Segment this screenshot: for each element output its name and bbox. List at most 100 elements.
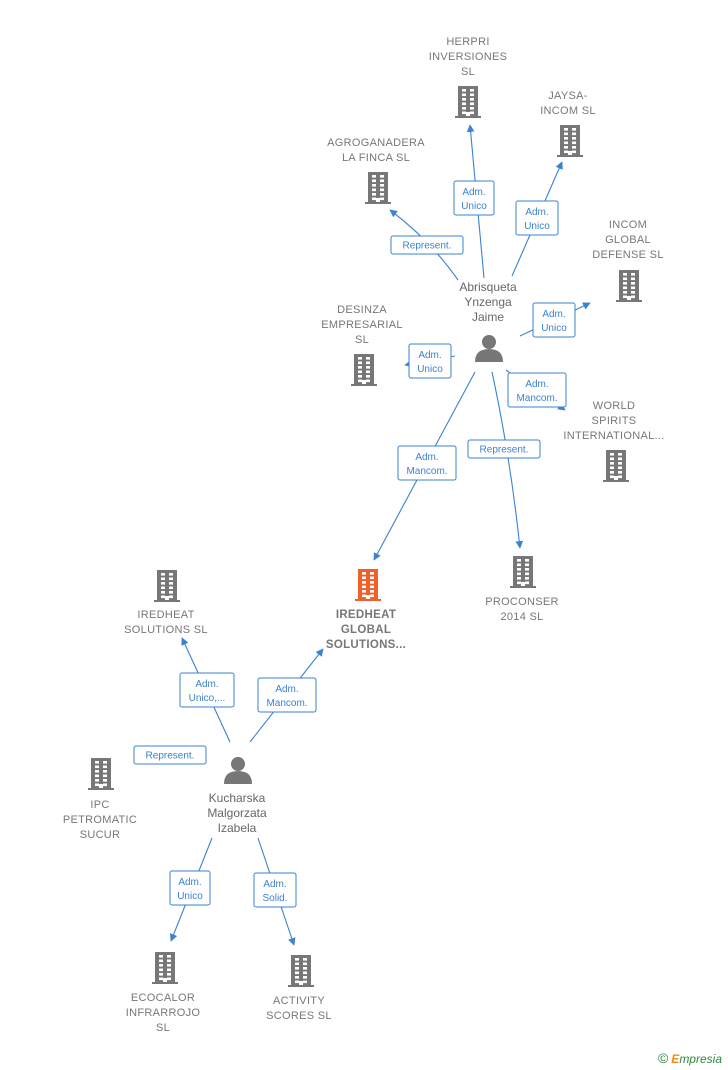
edge-abrisqueta-agroganadera: Represent. — [389, 209, 464, 281]
company-name-line: PETROMATIC — [63, 814, 137, 826]
company-name-line: ECOCALOR — [131, 992, 195, 1004]
company-name-line: AGROGANADERA — [327, 137, 425, 149]
edge-label-box — [532, 302, 576, 338]
edge-label-box — [408, 343, 452, 379]
company-name-line: DEFENSE SL — [592, 249, 663, 261]
edge-abrisqueta-desinza: Adm.Unico — [404, 343, 456, 379]
edge-label-text: Represent. — [146, 751, 195, 762]
edge-label-box — [253, 872, 297, 908]
company-name-line: SCORES SL — [266, 1010, 332, 1022]
building-icon — [288, 955, 314, 987]
edge-label-box — [133, 745, 207, 765]
edge-label-text: Adm. — [525, 379, 548, 390]
person-name-line: Abrisqueta — [459, 280, 517, 294]
company-node-ipc[interactable]: IPC PETROMATIC SUCUR — [63, 758, 137, 841]
company-name-line: IREDHEAT — [137, 609, 194, 621]
company-name-line: SUCUR — [80, 829, 121, 841]
company-name-line: WORLD — [593, 400, 635, 412]
edge-label-text: Unico — [524, 221, 550, 232]
edge-label-text: Mancom. — [516, 393, 557, 404]
edge-label-text: Mancom. — [266, 698, 307, 709]
company-name-line: JAYSA- — [548, 90, 588, 102]
company-node-desinza[interactable]: DESINZA EMPRESARIAL SL — [321, 304, 403, 386]
person-name-line: Malgorzata — [207, 806, 267, 820]
edge-abrisqueta-iredheat_global: Adm. Mancom. — [373, 371, 476, 561]
edge-label-text: Unico — [461, 201, 487, 212]
company-name-line: SOLUTIONS SL — [124, 624, 208, 636]
building-icon — [616, 270, 642, 302]
edge-label-box — [179, 672, 235, 708]
company-name-line: PROCONSER — [485, 596, 559, 608]
edge-label-text: Unico — [541, 323, 567, 334]
edge-label-box — [507, 372, 567, 408]
edge-label-box — [467, 439, 541, 459]
building-icon — [455, 86, 481, 118]
company-name-line: INTERNATIONAL... — [563, 430, 664, 442]
nodes-layer: HERPRI INVERSIONES SL JAYSA- INCOM SL AGROGAN… — [63, 36, 664, 1034]
company-name-line: INCOM SL — [540, 105, 596, 117]
person-icon — [475, 335, 503, 362]
edge-label-text: Unico,... — [189, 693, 226, 704]
company-node-agroganadera[interactable]: AGROGANADERA LA FINCA SL — [327, 137, 425, 204]
building-icon — [154, 570, 180, 602]
company-name-line: SPIRITS — [592, 415, 637, 427]
company-name-line: EMPRESARIAL — [321, 319, 403, 331]
edge-label-text: Represent. — [403, 241, 452, 252]
building-icon — [557, 125, 583, 157]
company-name-line: INFRARROJO — [126, 1007, 201, 1019]
edge-label-box — [453, 180, 495, 216]
edge-label-text: Represent. — [480, 445, 529, 456]
building-icon — [351, 354, 377, 386]
edge-kucharska-iredheat_solutions: Adm.Unico,... — [179, 637, 235, 743]
company-name-line: SL — [355, 334, 369, 346]
company-node-world[interactable]: WORLD SPIRITS INTERNATIONAL... — [563, 400, 664, 482]
edge-label-text: Adm. — [418, 350, 441, 361]
footer-brand: ©Empresia — [658, 1050, 722, 1066]
brand-name: mpresia — [679, 1052, 722, 1066]
building-icon — [365, 172, 391, 204]
edge-label-text: Adm. — [415, 452, 438, 463]
edge-label-text: Solid. — [262, 893, 287, 904]
company-name-line: SOLUTIONS... — [326, 639, 406, 651]
edge-label-box — [257, 677, 317, 713]
company-name-line: LA FINCA SL — [342, 152, 410, 164]
company-node-iredheat_global[interactable]: IREDHEAT GLOBAL SOLUTIONS... — [326, 569, 406, 651]
company-name-line: SL — [461, 66, 475, 78]
company-name-line: IPC — [90, 799, 109, 811]
edge-label-text: Adm. — [275, 684, 298, 695]
person-name-line: Kucharska — [209, 791, 266, 805]
person-name-line: Izabela — [218, 821, 257, 835]
edge-label-box — [390, 235, 464, 255]
company-node-herpri[interactable]: HERPRI INVERSIONES SL — [429, 36, 508, 118]
company-node-ecocalor[interactable]: ECOCALOR INFRARROJO SL — [126, 952, 201, 1034]
edge-kucharska-ipc: Represent. — [133, 745, 207, 765]
brand-initial: E — [671, 1052, 680, 1066]
edge-abrisqueta-world: Adm. Mancom. — [505, 369, 567, 411]
edge-abrisqueta-jaysa: Adm.Unico — [511, 161, 563, 277]
company-name-line: HERPRI — [446, 36, 489, 48]
edge-abrisqueta-incom: Adm.Unico — [519, 302, 591, 338]
edge-abrisqueta-proconser: Represent. — [467, 371, 541, 549]
company-name-line: SL — [156, 1022, 170, 1034]
edge-label-text: Mancom. — [406, 466, 447, 477]
company-name-line: GLOBAL — [341, 624, 391, 636]
company-name-line: INCOM — [609, 219, 647, 231]
person-icon — [224, 757, 252, 784]
company-name-line: DESINZA — [337, 304, 387, 316]
building-icon — [355, 569, 381, 601]
edge-kucharska-activity: Adm.Solid. — [253, 837, 297, 946]
company-node-iredheat_solutions[interactable]: IREDHEAT SOLUTIONS SL — [124, 570, 208, 636]
copyright-symbol: © — [657, 1050, 669, 1066]
company-name-line: IREDHEAT — [336, 609, 396, 621]
edges-layer: Adm.UnicoAdm.UnicoRepresent.Adm.UnicoAdm… — [133, 124, 591, 946]
edge-kucharska-ecocalor: Adm.Unico — [169, 837, 213, 942]
edge-label-text: Adm. — [462, 187, 485, 198]
company-name-line: INVERSIONES — [429, 51, 508, 63]
person-name-line: Jaime — [472, 310, 504, 324]
company-node-jaysa[interactable]: JAYSA- INCOM SL — [540, 90, 596, 157]
